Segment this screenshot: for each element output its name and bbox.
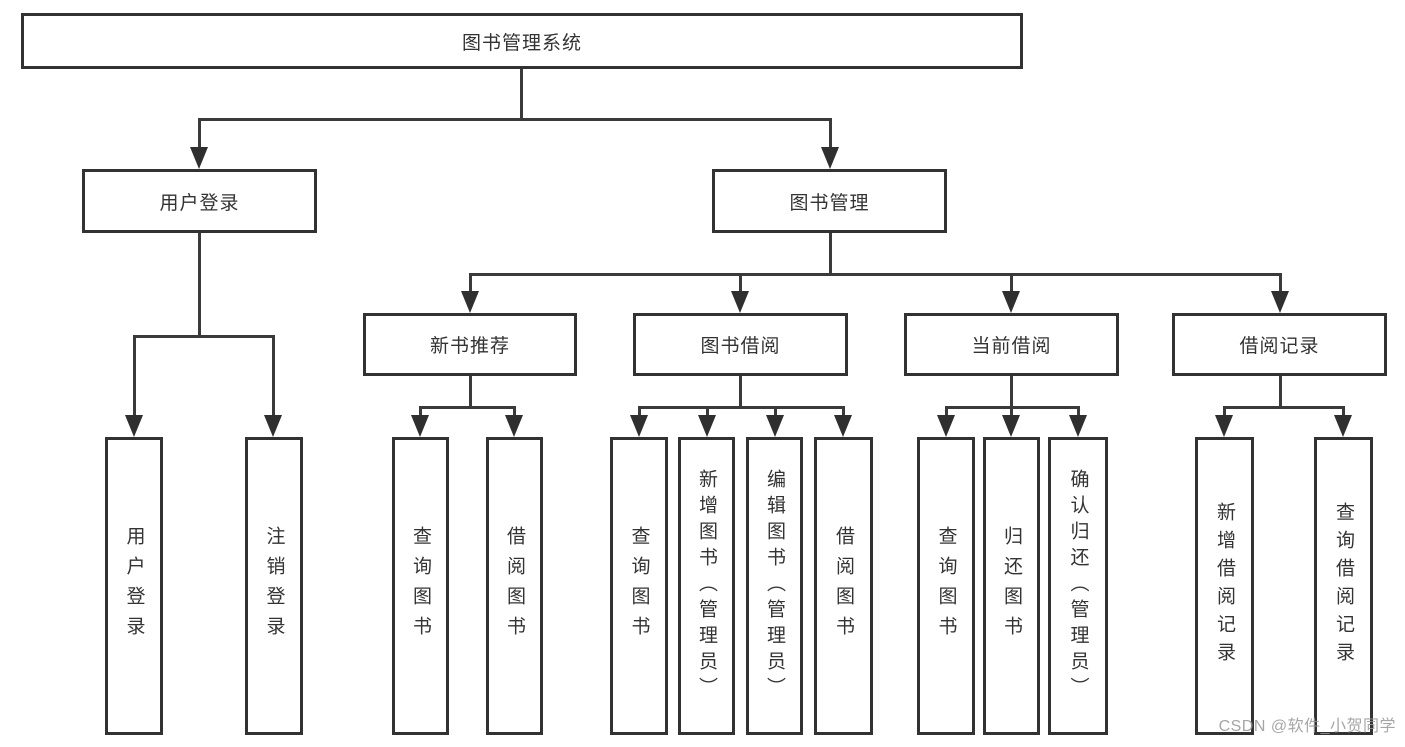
leaf-query-borrow-record: 查询借阅记录 (1314, 437, 1373, 735)
leaf-borrow-book-label: 借阅图书 (833, 526, 854, 646)
node-user-login-label: 用户登录 (159, 192, 240, 214)
connector-line (829, 118, 832, 150)
connector-line (638, 406, 845, 409)
connector-line (469, 273, 472, 293)
leaf-rec-query-book: 查询图书 (392, 437, 449, 735)
node-book-management: 图书管理 (712, 169, 947, 233)
node-book-borrow: 图书借阅 (633, 313, 848, 376)
leaf-return-book: 归还图书 (983, 437, 1040, 735)
connector-line (1223, 406, 1226, 417)
node-new-book-recommend: 新书推荐 (363, 313, 577, 376)
arrow-down-icon (937, 415, 955, 437)
leaf-query-borrow-record-label: 查询借阅记录 (1333, 502, 1354, 670)
arrow-down-icon (190, 147, 208, 169)
leaf-confirm-return-admin-label: 确认归还（管理员） (1067, 469, 1089, 703)
leaf-borrow-query-book-label: 查询图书 (628, 526, 650, 646)
node-new-book-recommend-label: 新书推荐 (429, 336, 510, 357)
leaf-user-login-label: 用户登录 (123, 526, 145, 646)
arrow-down-icon (1271, 291, 1289, 313)
arrow-down-icon (1334, 415, 1352, 437)
arrow-down-icon (766, 415, 784, 437)
node-borrow-record-label: 借阅记录 (1239, 336, 1320, 357)
leaf-confirm-return-admin: 确认归还（管理员） (1048, 437, 1108, 735)
leaf-edit-book-admin: 编辑图书（管理员） (746, 437, 803, 735)
leaf-logout: 注销登录 (245, 437, 303, 735)
connector-line (829, 233, 832, 275)
connector-line (1342, 406, 1345, 417)
node-book-borrow-label: 图书借阅 (700, 336, 781, 357)
connector-line (513, 406, 516, 417)
leaf-borrow-query-book: 查询图书 (610, 437, 668, 735)
leaf-add-book-admin: 新增图书（管理员） (678, 437, 735, 735)
arrow-down-icon (834, 415, 852, 437)
connector-line (842, 406, 845, 417)
connector-line (945, 406, 948, 417)
arrow-down-icon (731, 291, 749, 313)
connector-line (706, 406, 709, 417)
leaf-logout-label: 注销登录 (263, 526, 285, 646)
connector-line (1279, 376, 1282, 409)
connector-line (419, 406, 422, 417)
arrow-down-icon (411, 415, 429, 437)
arrow-down-icon (630, 415, 648, 437)
leaf-rec-borrow-book: 借阅图书 (486, 437, 543, 735)
arrow-down-icon (1069, 415, 1087, 437)
arrow-down-icon (505, 415, 523, 437)
arrow-down-icon (698, 415, 716, 437)
connector-line (739, 273, 742, 293)
connector-line (1077, 406, 1080, 417)
arrow-down-icon (1002, 291, 1020, 313)
connector-line (133, 335, 136, 417)
connector-line (1279, 273, 1282, 293)
arrow-down-icon (1002, 415, 1020, 437)
connector-line (272, 335, 275, 417)
arrow-down-icon (461, 291, 479, 313)
arrow-down-icon (1215, 415, 1233, 437)
connector-line (198, 118, 832, 121)
connector-line (520, 69, 523, 121)
leaf-add-book-admin-label: 新增图书（管理员） (696, 469, 717, 703)
connector-line (419, 406, 516, 409)
arrow-down-icon (125, 415, 143, 437)
leaf-current-query-book: 查询图书 (917, 437, 975, 735)
leaf-current-query-book-label: 查询图书 (935, 526, 957, 646)
connector-line (638, 406, 641, 417)
node-book-management-label: 图书管理 (789, 192, 870, 214)
leaf-borrow-book: 借阅图书 (814, 437, 873, 735)
leaf-edit-book-admin-label: 编辑图书（管理员） (764, 469, 785, 703)
connector-line (1010, 376, 1013, 420)
connector-line (739, 376, 742, 409)
node-root: 图书管理系统 (21, 13, 1023, 69)
connector-line (1223, 406, 1345, 409)
node-root-label: 图书管理系统 (461, 32, 582, 54)
leaf-rec-query-book-label: 查询图书 (410, 526, 431, 646)
leaf-add-borrow-record-label: 新增借阅记录 (1214, 502, 1235, 670)
node-user-login: 用户登录 (82, 169, 317, 233)
connector-line (198, 118, 201, 150)
node-current-borrow-label: 当前借阅 (971, 336, 1052, 357)
connector-line (774, 406, 777, 417)
arrow-down-icon (264, 415, 282, 437)
connector-line (198, 233, 201, 337)
connector-line (469, 376, 472, 409)
arrow-down-icon (821, 147, 839, 169)
leaf-return-book-label: 归还图书 (1001, 526, 1022, 646)
leaf-rec-borrow-book-label: 借阅图书 (504, 526, 525, 646)
leaf-add-borrow-record: 新增借阅记录 (1195, 437, 1254, 735)
leaf-user-login: 用户登录 (105, 437, 163, 735)
node-current-borrow: 当前借阅 (904, 313, 1119, 376)
connector-line (1010, 273, 1013, 293)
node-borrow-record: 借阅记录 (1172, 313, 1387, 376)
connector-line (133, 335, 275, 338)
connector-line (945, 406, 1080, 409)
connector-line (469, 273, 1282, 276)
